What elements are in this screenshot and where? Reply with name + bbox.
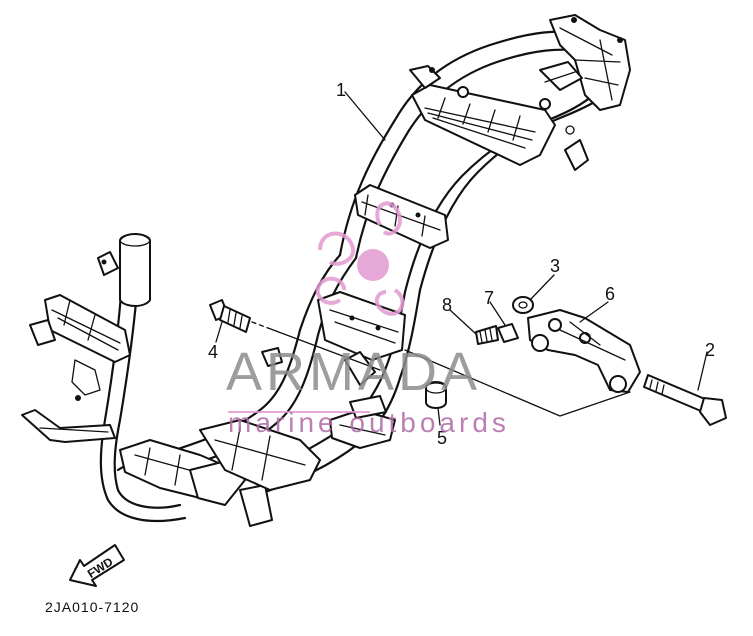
fitting-part-7 — [497, 323, 519, 343]
callout-7: 7 — [484, 288, 494, 308]
bolt-part-2 — [643, 374, 727, 426]
callout-4: 4 — [208, 342, 218, 362]
callout-3: 3 — [550, 256, 560, 276]
armada-logo-icon — [228, 201, 405, 413]
leader-lines — [215, 91, 708, 426]
callout-8: 8 — [442, 295, 452, 315]
watermark-tagline: marine outboards — [228, 407, 510, 438]
callout-6: 6 — [605, 284, 615, 304]
spring-part-8 — [475, 325, 499, 345]
bolt-part-4 — [209, 299, 269, 333]
fwd-arrow: FWD — [69, 544, 125, 587]
scooter-frame-drawing — [21, 14, 631, 527]
bushing-part-5 — [425, 381, 447, 409]
watermark-brand: ARMADA — [226, 342, 481, 402]
callout-2: 2 — [705, 340, 715, 360]
nut-part-3 — [512, 296, 534, 314]
callout-1: 1 — [336, 80, 346, 100]
callout-5: 5 — [437, 428, 447, 448]
engine-bracket-part-6 — [527, 309, 641, 393]
part-code: 2JA010-7120 — [45, 599, 139, 615]
watermark: ARMADA marine outboards — [226, 201, 510, 438]
